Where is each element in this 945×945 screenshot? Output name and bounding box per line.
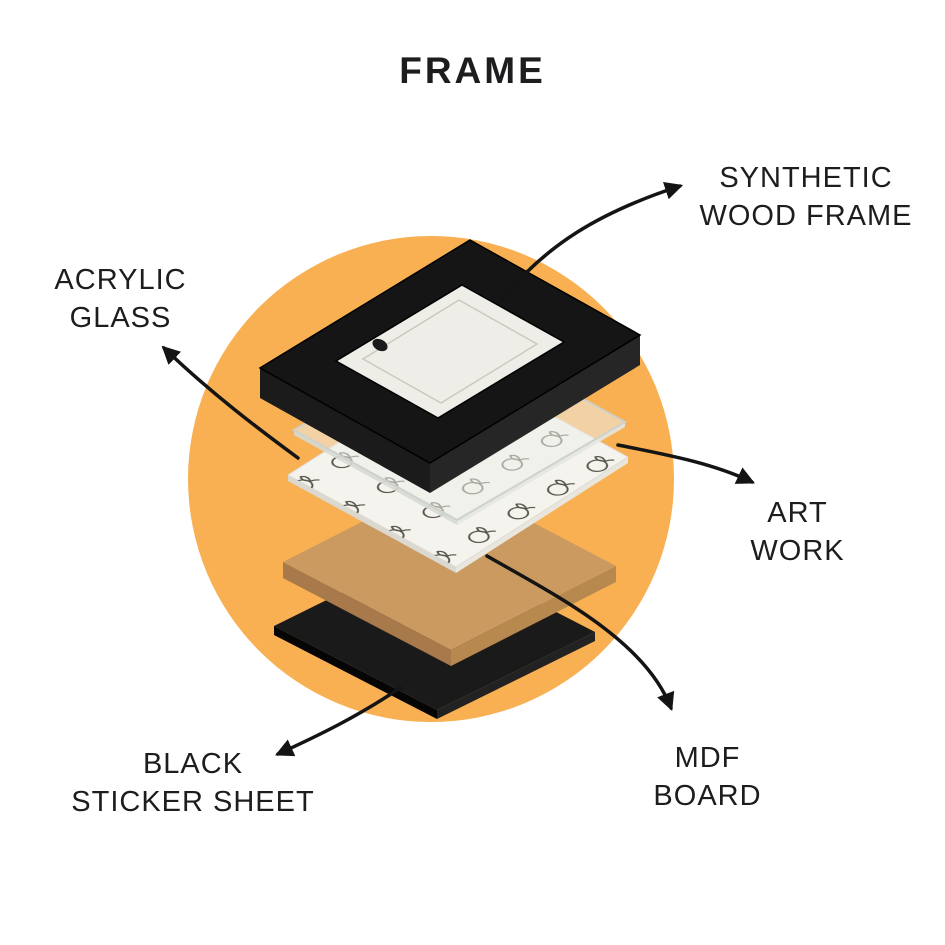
- frame-left-edge: [260, 368, 430, 493]
- callout-arrows: [161, 181, 755, 757]
- label-line: WOOD FRAME: [699, 200, 913, 232]
- label-line: BLACK: [142, 748, 244, 780]
- layer-synthetic-wood-frame: [258, 239, 642, 493]
- artwork-right-edge: [456, 457, 628, 573]
- glass-left-edge: [294, 430, 457, 525]
- sticker-left-edge: [274, 626, 437, 719]
- frame-opening-mat: [336, 285, 564, 418]
- label-line: SYNTHETIC: [719, 162, 893, 194]
- label-line: WORK: [750, 535, 845, 567]
- label-line: ACRYLIC: [54, 264, 187, 296]
- frame-right-edge: [430, 335, 640, 493]
- label-black-sticker-sheet: BLACK STICKER SHEET: [57, 745, 329, 821]
- sticker-right-edge: [437, 632, 595, 719]
- frame-opening-inner-line: [361, 299, 539, 404]
- label-acrylic-glass: ACRYLIC GLASS: [18, 261, 223, 337]
- frame-top-face: [258, 239, 642, 464]
- label-synthetic-wood-frame: SYNTHETIC WOOD FRAME: [690, 159, 922, 235]
- artwork-left-edge: [288, 475, 456, 573]
- label-line: GLASS: [69, 302, 172, 334]
- arrow-art-work: [616, 443, 755, 484]
- label-line: BOARD: [653, 780, 762, 812]
- label-mdf-board: MDF BOARD: [620, 739, 795, 815]
- label-art-work: ART WORK: [710, 494, 885, 570]
- arrow-mdf-board: [485, 554, 675, 712]
- page-title: FRAME: [399, 50, 546, 91]
- arrow-acrylic-glass: [161, 345, 300, 460]
- mdf-right-edge: [451, 566, 616, 666]
- frame-hanging-hole: [372, 338, 388, 352]
- glass-right-edge: [457, 422, 625, 525]
- label-line: STICKER SHEET: [71, 786, 315, 818]
- arrow-synthetic-wood-frame: [498, 181, 684, 304]
- label-line: ART: [767, 497, 828, 529]
- mdf-left-edge: [283, 562, 451, 666]
- arrow-black-sticker-sheet: [275, 686, 402, 757]
- label-line: MDF: [674, 742, 741, 774]
